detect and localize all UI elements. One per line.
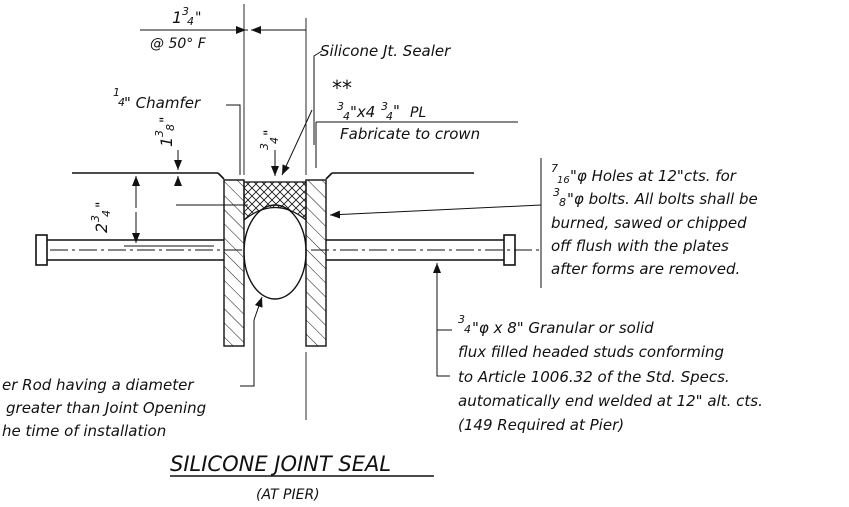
- backer-rod: [243, 204, 307, 300]
- dim-inner-den: 8: [164, 124, 177, 131]
- dim-top-num: 3: [182, 5, 189, 18]
- drawing-subtitle: (AT PIER): [256, 487, 320, 503]
- dim-small-unit: ": [262, 130, 278, 136]
- plate-callout: ** 3 4 "x4 3 4 " PL Fabricate to crown: [315, 76, 518, 168]
- drawing-title: SILICONE JOINT SEAL: [170, 452, 391, 476]
- dim-left-whole: 2: [92, 223, 111, 233]
- sealer-callout: Silicone Jt. Sealer: [281, 42, 451, 176]
- studs-line1: "φ x 8" Granular or solid: [472, 319, 654, 337]
- dim-top-den: 4: [187, 15, 194, 28]
- dim-top-unit: ": [195, 10, 201, 26]
- rod-callout: er Rod having a diameter greater than Jo…: [2, 296, 263, 440]
- holes-num: 7: [551, 162, 558, 175]
- dim-inner-unit: ": [158, 117, 174, 123]
- deck-surfaces: [72, 172, 474, 180]
- plate-num2: 3: [381, 100, 388, 113]
- rod-line3: he time of installation: [2, 422, 166, 440]
- studs-callout: 3 4 "φ x 8" Granular or solid flux fille…: [433, 263, 763, 434]
- left-plate: [223, 179, 245, 347]
- title-block: SILICONE JOINT SEAL (AT PIER): [170, 452, 434, 503]
- rod-line1: er Rod having a diameter: [2, 376, 194, 394]
- sealer-label: Silicone Jt. Sealer: [320, 42, 451, 60]
- dim-small-den: 4: [268, 137, 281, 144]
- plate-num: 3: [337, 100, 344, 113]
- dim-left-den: 4: [100, 210, 113, 217]
- chamfer-label: " Chamfer: [124, 94, 201, 112]
- plate-unit: ": [393, 102, 400, 120]
- holes-line1: "φ Holes at 12"cts. for: [570, 167, 737, 185]
- dim-left-unit: ": [94, 202, 110, 208]
- holes-line4: off flush with the plates: [551, 237, 729, 255]
- studs-den: 4: [464, 323, 471, 336]
- holes-den2: 8: [559, 196, 566, 209]
- chamfer-num: 1: [113, 86, 120, 99]
- dim-small-num: 3: [258, 143, 271, 150]
- holes-line3: burned, sawed or chipped: [551, 214, 747, 232]
- studs-line3: to Article 1006.32 of the Std. Specs.: [458, 368, 730, 386]
- studs-line5: (149 Required at Pier): [458, 416, 624, 434]
- chamfer-den: 4: [118, 96, 125, 109]
- plate-den2: 4: [386, 110, 393, 123]
- holes-line2: "φ bolts. All bolts shall be: [567, 190, 758, 208]
- dim-left-num: 3: [89, 215, 102, 222]
- dim-inner-num: 3: [153, 130, 166, 137]
- plate-symbol: PL: [410, 105, 426, 121]
- studs-line4: automatically end welded at 12" alt. cts…: [458, 392, 763, 410]
- dim-top-whole: 1: [172, 8, 182, 27]
- studs-num: 3: [458, 313, 465, 326]
- dim-inner-whole: 1: [157, 137, 176, 147]
- asterisks: **: [332, 76, 352, 100]
- chamfer-callout: 1 4 " Chamfer: [113, 86, 241, 175]
- temp-note: @ 50° F: [150, 36, 207, 52]
- left-dimensions: 2 3 4 " 1 3 8 " 3 4 ": [89, 117, 281, 247]
- crown-label: Fabricate to crown: [340, 125, 480, 143]
- holes-callout: 7 16 "φ Holes at 12"cts. for 3 8 "φ bolt…: [329, 158, 758, 288]
- right-plate: [305, 179, 327, 347]
- rod-line2: greater than Joint Opening: [6, 399, 206, 417]
- top-dimension: 1 3 4 " @ 50° F: [140, 4, 307, 175]
- holes-line5: after forms are removed.: [551, 260, 740, 278]
- plate-mid: "x4: [350, 103, 375, 121]
- plate-den: 4: [343, 110, 350, 123]
- studs-line2: flux filled headed studs conforming: [458, 343, 724, 361]
- holes-num2: 3: [553, 186, 560, 199]
- holes-den: 16: [557, 175, 570, 186]
